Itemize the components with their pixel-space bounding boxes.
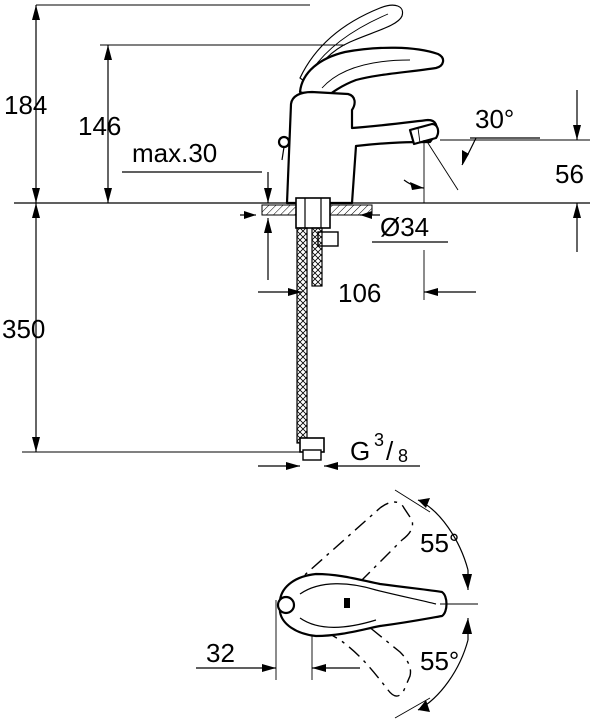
- dim-thread-numerator: 3: [374, 430, 384, 450]
- aerator: [408, 122, 440, 146]
- side-view: 184 146 max.30 30° 56 Ø34: [2, 4, 590, 470]
- top-body-outline: [278, 572, 448, 638]
- lever-outline: [298, 46, 445, 102]
- pop-up-knob: [277, 135, 291, 149]
- supply-hose-short: [311, 227, 323, 287]
- dim-thread-label: G: [350, 436, 370, 466]
- dim-projection-label: 106: [338, 278, 381, 308]
- dim-hole-diameter-label: Ø34: [380, 212, 429, 242]
- mounting-shank: [295, 197, 331, 229]
- dim-angle-upper-label: 55°: [420, 528, 459, 558]
- dim-spout-height-label: 146: [78, 111, 121, 141]
- hose-nut: [302, 449, 322, 461]
- dim-total-height-label: 184: [4, 90, 47, 120]
- dim-spout-clearance-label: 56: [555, 159, 584, 189]
- dim-thread-slash: /: [386, 436, 394, 466]
- supply-hose-long: [296, 227, 308, 444]
- lever-raised-outline: [299, 4, 404, 85]
- dim-hose-length-label: 350: [2, 314, 45, 344]
- lever-swing-upper: [289, 501, 414, 613]
- dim-angle-label: 30°: [475, 104, 514, 134]
- dim-thread-denominator: 8: [398, 446, 408, 466]
- dim-max-counter-label: max.30: [132, 138, 217, 168]
- dim-angle-lower-label: 55°: [420, 646, 459, 676]
- top-knob: [276, 595, 296, 615]
- top-aerator-mark: [344, 598, 350, 608]
- top-view: 55° 55° 32: [196, 489, 478, 719]
- dim-offset-label: 32: [206, 638, 235, 668]
- lever-swing-lower: [299, 599, 412, 697]
